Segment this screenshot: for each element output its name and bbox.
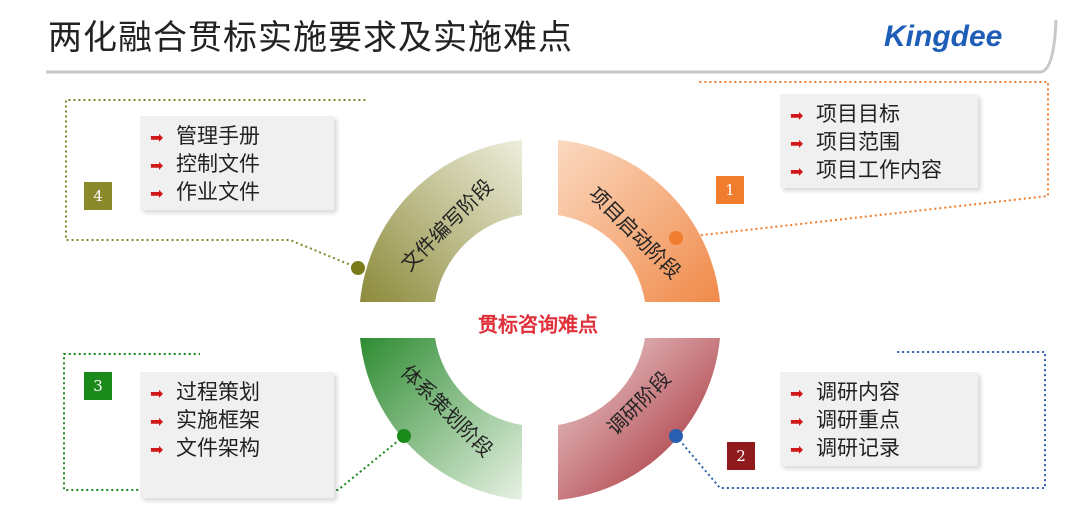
connector-2 bbox=[675, 351, 1046, 489]
list-item: ➡过程策划 bbox=[150, 380, 260, 404]
list-box-phase-3: ➡过程策划 ➡实施框架 ➡文件架构 bbox=[140, 372, 334, 498]
segment-document-writing bbox=[360, 140, 522, 302]
list-item: ➡项目目标 bbox=[790, 102, 900, 126]
red-arrow-icon: ➡ bbox=[150, 156, 164, 175]
red-arrow-icon: ➡ bbox=[790, 134, 804, 153]
connector-dot-3 bbox=[397, 429, 411, 443]
list-box-phase-1: ➡项目目标 ➡项目范围 ➡项目工作内容 bbox=[780, 94, 978, 188]
red-arrow-icon: ➡ bbox=[790, 412, 804, 431]
list-item: ➡控制文件 bbox=[150, 152, 260, 176]
red-arrow-icon: ➡ bbox=[150, 184, 164, 203]
connector-dot-1 bbox=[669, 231, 683, 245]
connector-3 bbox=[63, 353, 405, 491]
connector-1 bbox=[675, 81, 1049, 239]
list-item: ➡项目范围 bbox=[790, 130, 900, 154]
list-item: ➡管理手册 bbox=[150, 124, 260, 148]
list-item: ➡文件架构 bbox=[150, 436, 260, 460]
red-arrow-icon: ➡ bbox=[790, 106, 804, 125]
list-item: ➡作业文件 bbox=[150, 180, 260, 204]
page-title: 两化融合贯标实施要求及实施难点 bbox=[48, 18, 573, 58]
list-box-phase-2: ➡调研内容 ➡调研重点 ➡调研记录 bbox=[780, 372, 978, 466]
red-arrow-icon: ➡ bbox=[150, 128, 164, 147]
header-underline bbox=[46, 19, 1058, 74]
red-arrow-icon: ➡ bbox=[150, 384, 164, 403]
red-arrow-icon: ➡ bbox=[150, 412, 164, 431]
red-arrow-icon: ➡ bbox=[790, 440, 804, 459]
red-arrow-icon: ➡ bbox=[790, 384, 804, 403]
kingdee-logo: Kingdee bbox=[884, 20, 1003, 53]
list-box-phase-4: ➡管理手册 ➡控制文件 ➡作业文件 bbox=[140, 116, 334, 210]
list-item: ➡调研记录 bbox=[790, 436, 900, 460]
red-arrow-icon: ➡ bbox=[790, 162, 804, 181]
red-arrow-icon: ➡ bbox=[150, 440, 164, 459]
connector-dot-2 bbox=[669, 429, 683, 443]
center-label: 贯标咨询难点 bbox=[478, 313, 598, 337]
segment-research bbox=[558, 338, 720, 500]
list-item: ➡项目工作内容 bbox=[790, 158, 942, 182]
badge-phase-4: 4 bbox=[84, 182, 112, 210]
segment-project-start bbox=[558, 140, 720, 302]
badge-phase-1: 1 bbox=[716, 176, 744, 204]
badge-phase-2: 2 bbox=[727, 442, 755, 470]
list-item: ➡实施框架 bbox=[150, 408, 260, 432]
segment-system-planning bbox=[360, 338, 522, 500]
list-item: ➡调研内容 bbox=[790, 380, 900, 404]
connector-dot-4 bbox=[351, 261, 365, 275]
list-item: ➡调研重点 bbox=[790, 408, 900, 432]
badge-phase-3: 3 bbox=[84, 372, 112, 400]
